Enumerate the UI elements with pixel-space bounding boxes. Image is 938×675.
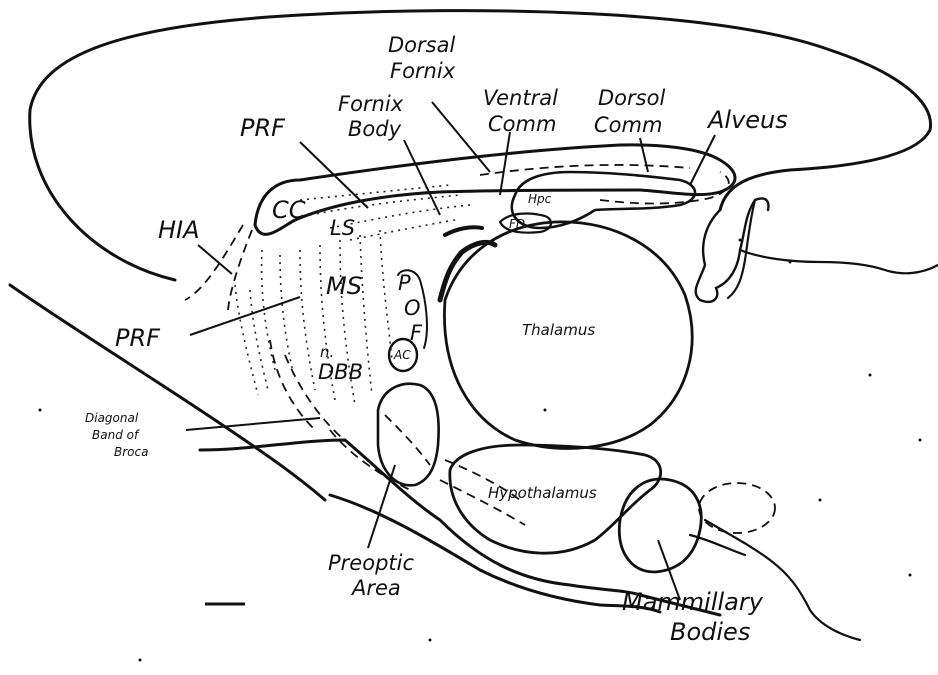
label-hia: HIA xyxy=(158,216,200,244)
label-n-dbb-2: DBB xyxy=(318,360,363,384)
hia-dash-1 xyxy=(228,230,252,310)
leader-ventral-comm xyxy=(500,132,510,195)
label-diagonal-1: Diagonal xyxy=(85,411,139,425)
label-prf-lower: PRF xyxy=(115,324,161,352)
label-ac: AC xyxy=(393,348,411,362)
fornix-column xyxy=(445,227,482,235)
dot xyxy=(739,239,742,242)
leader-alveus xyxy=(690,135,715,185)
dot xyxy=(789,261,792,264)
dot xyxy=(544,409,547,412)
label-fd: FD xyxy=(509,217,525,231)
label-pof-f: F xyxy=(410,321,423,345)
label-thalamus: Thalamus xyxy=(522,321,595,339)
label-dorsal-comm-2: Comm xyxy=(594,113,662,137)
leader-preoptic xyxy=(368,465,395,548)
label-pof-o: O xyxy=(404,296,421,320)
leader-prf-lower xyxy=(190,297,300,335)
brainstem-outline-2 xyxy=(740,250,938,273)
label-n-dbb-1: n. xyxy=(320,343,334,361)
brainstem-outline xyxy=(696,198,769,301)
label-diagonal-3: Broca xyxy=(114,445,148,459)
label-cc: CC xyxy=(272,196,306,224)
label-preoptic-2: Area xyxy=(350,576,401,600)
basal-surface-upper xyxy=(10,285,325,500)
label-hypothalamus: Hypothalamus xyxy=(488,484,597,502)
label-ventral-comm-1: Ventral xyxy=(483,86,558,110)
hippocampus-dash xyxy=(600,172,729,204)
label-fornix-body-1: Fornix xyxy=(338,92,404,116)
corpus-callosum xyxy=(255,145,735,235)
dot xyxy=(429,639,432,642)
label-ventral-comm-2: Comm xyxy=(488,112,556,136)
leader-diagonal xyxy=(186,418,320,430)
leader-fornix-body xyxy=(404,140,440,215)
label-hpc: Hpc xyxy=(528,192,552,206)
label-dorsal-fornix-1: Dorsal xyxy=(388,33,455,57)
dbb-dash-1 xyxy=(270,340,315,430)
pituitary-dashed xyxy=(699,483,775,533)
leader-prf-upper xyxy=(300,142,368,208)
label-preoptic-1: Preoptic xyxy=(328,551,414,575)
label-fornix-body-2: Body xyxy=(348,117,402,141)
label-diagonal-2: Band of xyxy=(92,428,140,442)
dot xyxy=(909,574,912,577)
dot xyxy=(819,499,822,502)
label-alveus: Alveus xyxy=(706,106,788,134)
dot xyxy=(869,374,872,377)
label-prf-upper: PRF xyxy=(240,114,286,142)
label-mammillary-2: Bodies xyxy=(670,618,750,646)
dot xyxy=(919,439,922,442)
preoptic-area xyxy=(378,384,439,486)
label-mammillary-1: Mammillary xyxy=(622,588,764,616)
dot xyxy=(139,659,142,662)
label-ms: MS xyxy=(326,272,362,300)
preoptic-dash xyxy=(385,415,430,465)
label-ls: LS xyxy=(330,216,355,240)
label-dorsal-fornix-2: Fornix xyxy=(390,59,456,83)
dot xyxy=(39,409,42,412)
leader-dorsal-comm xyxy=(640,138,648,172)
label-pof-p: P xyxy=(398,271,411,295)
mammillary-bodies xyxy=(619,479,701,572)
label-dorsal-comm-1: Dorsol xyxy=(598,86,665,110)
